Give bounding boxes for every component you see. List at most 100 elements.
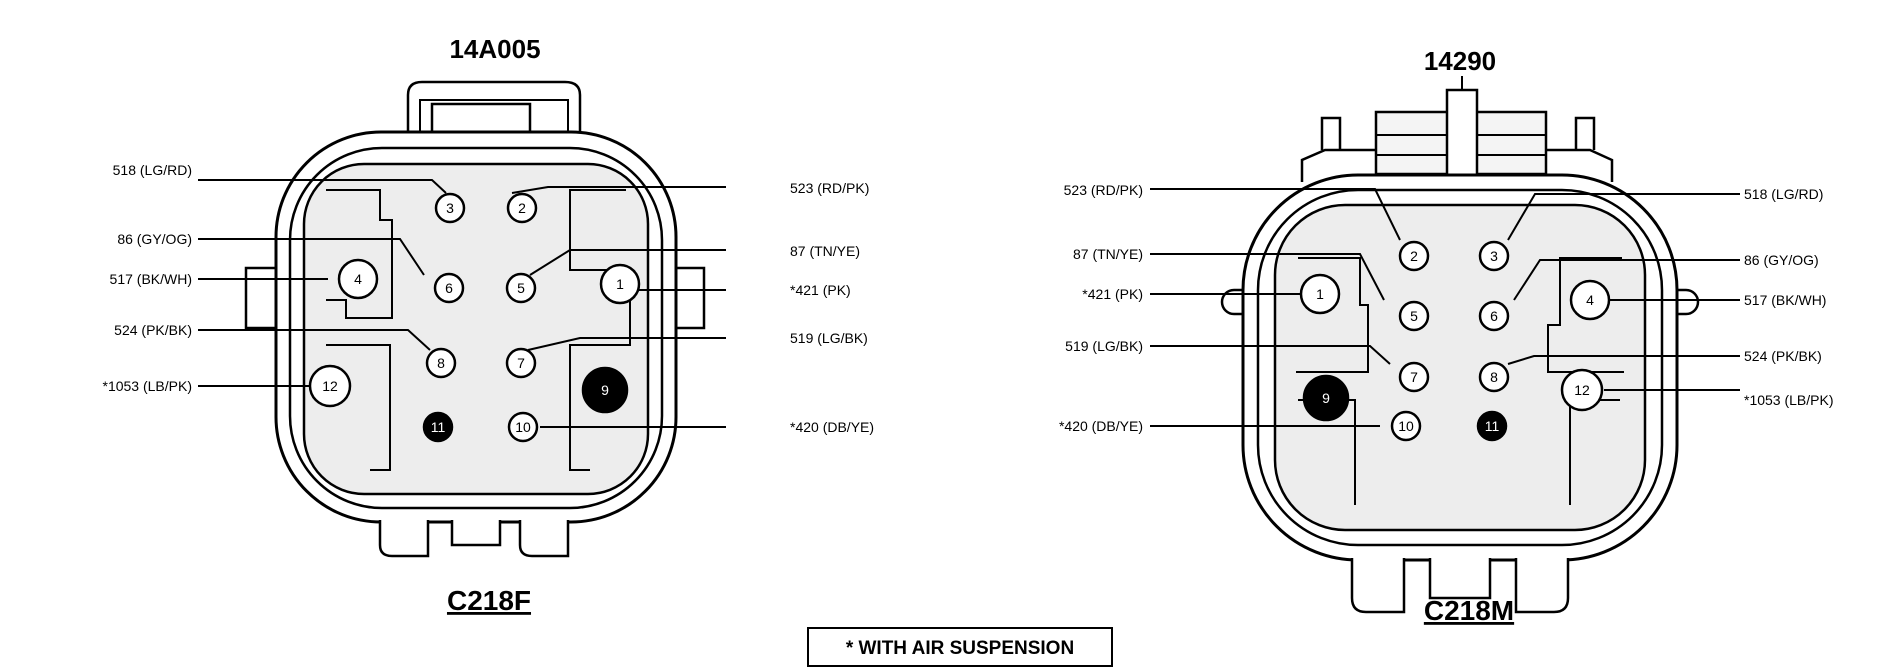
- pin-5: [1398, 300, 1430, 332]
- pin-2: [1398, 240, 1430, 272]
- wire-label-420: *420 (DB/YE): [790, 419, 874, 435]
- pin-1: [599, 263, 641, 305]
- part-number-14a005: 14A005: [449, 34, 540, 64]
- pin-3: [1478, 240, 1510, 272]
- wire-label-86: 86 (GY/OG): [1744, 252, 1819, 268]
- connector-c218f: 14A005: [103, 34, 875, 616]
- pin-11-label: 11: [1485, 418, 1500, 434]
- bottom-lug-1: [378, 520, 430, 558]
- wire-label-420: *420 (DB/YE): [1059, 418, 1143, 434]
- pin-12-label: 12: [1574, 382, 1590, 398]
- bottom-lug-3: [518, 520, 570, 558]
- bottom-lug-2: [450, 520, 502, 547]
- pin-5-label: 5: [517, 280, 525, 296]
- housing-face: [1273, 203, 1647, 532]
- pin-7-label: 7: [517, 355, 525, 371]
- pin-12: [1560, 368, 1604, 412]
- housing-mid: [1256, 188, 1664, 547]
- pin-2-label: 2: [1410, 248, 1418, 264]
- wire-label-524: 524 (PK/BK): [114, 322, 192, 338]
- pin-3: [434, 192, 466, 224]
- wire-label-421: *421 (PK): [1082, 286, 1143, 302]
- pin-5: [505, 272, 537, 304]
- key-rib-left: [1296, 257, 1369, 373]
- pin-10-label: 10: [515, 419, 531, 435]
- wire-label-519: 519 (LG/BK): [790, 330, 868, 346]
- wire-label-518: 518 (LG/RD): [113, 162, 192, 178]
- wire-label-87: 87 (TN/YE): [1073, 246, 1143, 262]
- pin-5-label: 5: [1410, 308, 1418, 324]
- wire-label-87: 87 (TN/YE): [790, 243, 860, 259]
- pin-9-label: 9: [601, 382, 609, 398]
- wire-label-517: 517 (BK/WH): [110, 271, 192, 287]
- pin-10: [507, 411, 539, 443]
- wire-label-519: 519 (LG/BK): [1065, 338, 1143, 354]
- leader-lines-left: [198, 179, 726, 428]
- wire-label-523: 523 (RD/PK): [790, 180, 869, 196]
- latch-post-right: [1574, 116, 1596, 150]
- key-rib-left-lower: [326, 344, 391, 471]
- pin-10: [1390, 410, 1422, 442]
- wire-label-524: 524 (PK/BK): [1744, 348, 1822, 364]
- pin-1-label: 1: [616, 276, 624, 292]
- wire-label-421: *421 (PK): [790, 282, 851, 298]
- pin-8-label: 8: [1490, 369, 1498, 385]
- bottom-lug-3: [1514, 558, 1570, 614]
- pin-6: [1478, 300, 1510, 332]
- pin-11: [1476, 410, 1508, 442]
- wire-label-517: 517 (BK/WH): [1744, 292, 1826, 308]
- air-suspension-note: * WITH AIR SUSPENSION: [807, 627, 1113, 667]
- pin-7: [1398, 361, 1430, 393]
- pin-12: [308, 364, 352, 408]
- pin-2: [506, 192, 538, 224]
- wire-label-518: 518 (LG/RD): [1744, 186, 1823, 202]
- note-text: * WITH AIR SUSPENSION: [846, 638, 1074, 659]
- pin-9-label: 9: [1322, 390, 1330, 406]
- pin-4-label: 4: [1586, 292, 1594, 308]
- wire-label-523: 523 (RD/PK): [1064, 182, 1143, 198]
- latch-post-left: [1320, 116, 1342, 150]
- pins-right: 1 2 3 4 5 6 7 8 9 10 11 12: [1299, 240, 1611, 442]
- wire-label-1053: *1053 (LB/PK): [103, 378, 193, 394]
- key-rib-right: [1547, 257, 1624, 373]
- pin-12-label: 12: [322, 378, 338, 394]
- pins-left: 1 2 3 4 5 6 7 8 9 10 11 12: [308, 192, 641, 443]
- pin-10-label: 10: [1398, 418, 1414, 434]
- latch-outline: [406, 80, 582, 133]
- pin-4-label: 4: [354, 271, 362, 287]
- key-rib-right: [569, 189, 631, 471]
- part-number-14290: 14290: [1424, 46, 1496, 76]
- pin-11: [422, 411, 454, 443]
- pin-9: [1302, 374, 1350, 422]
- pin-4: [1569, 279, 1611, 321]
- latch-center-tab: [1445, 88, 1479, 187]
- pin-6-label: 6: [1490, 308, 1498, 324]
- leader-lines-right: [1150, 188, 1740, 427]
- pin-1-label: 1: [1316, 286, 1324, 302]
- wire-label-1053: *1053 (LB/PK): [1744, 392, 1834, 408]
- pin-6: [433, 272, 465, 304]
- connector-code-c218f: C218F: [447, 585, 531, 616]
- pin-8: [1478, 361, 1510, 393]
- note-box: [807, 627, 1113, 667]
- pin-9: [581, 366, 629, 414]
- latch-inner: [419, 99, 569, 133]
- pin-3-label: 3: [1490, 248, 1498, 264]
- pin-3-label: 3: [446, 200, 454, 216]
- pin-11-label: 11: [431, 419, 446, 435]
- pin-4: [337, 258, 379, 300]
- pin-7-label: 7: [1410, 369, 1418, 385]
- pin-6-label: 6: [445, 280, 453, 296]
- bottom-lug-1: [1350, 558, 1406, 614]
- pin-7: [505, 347, 537, 379]
- key-rib-left: [326, 189, 393, 319]
- pin-1: [1299, 273, 1341, 315]
- pin-8-label: 8: [437, 355, 445, 371]
- wire-label-86: 86 (GY/OG): [117, 231, 192, 247]
- housing-mid: [288, 146, 664, 510]
- connector-c218m: 14290: [1059, 46, 1834, 626]
- pin-2-label: 2: [518, 200, 526, 216]
- connector-code-c218m: C218M: [1424, 595, 1514, 626]
- pin-8: [425, 347, 457, 379]
